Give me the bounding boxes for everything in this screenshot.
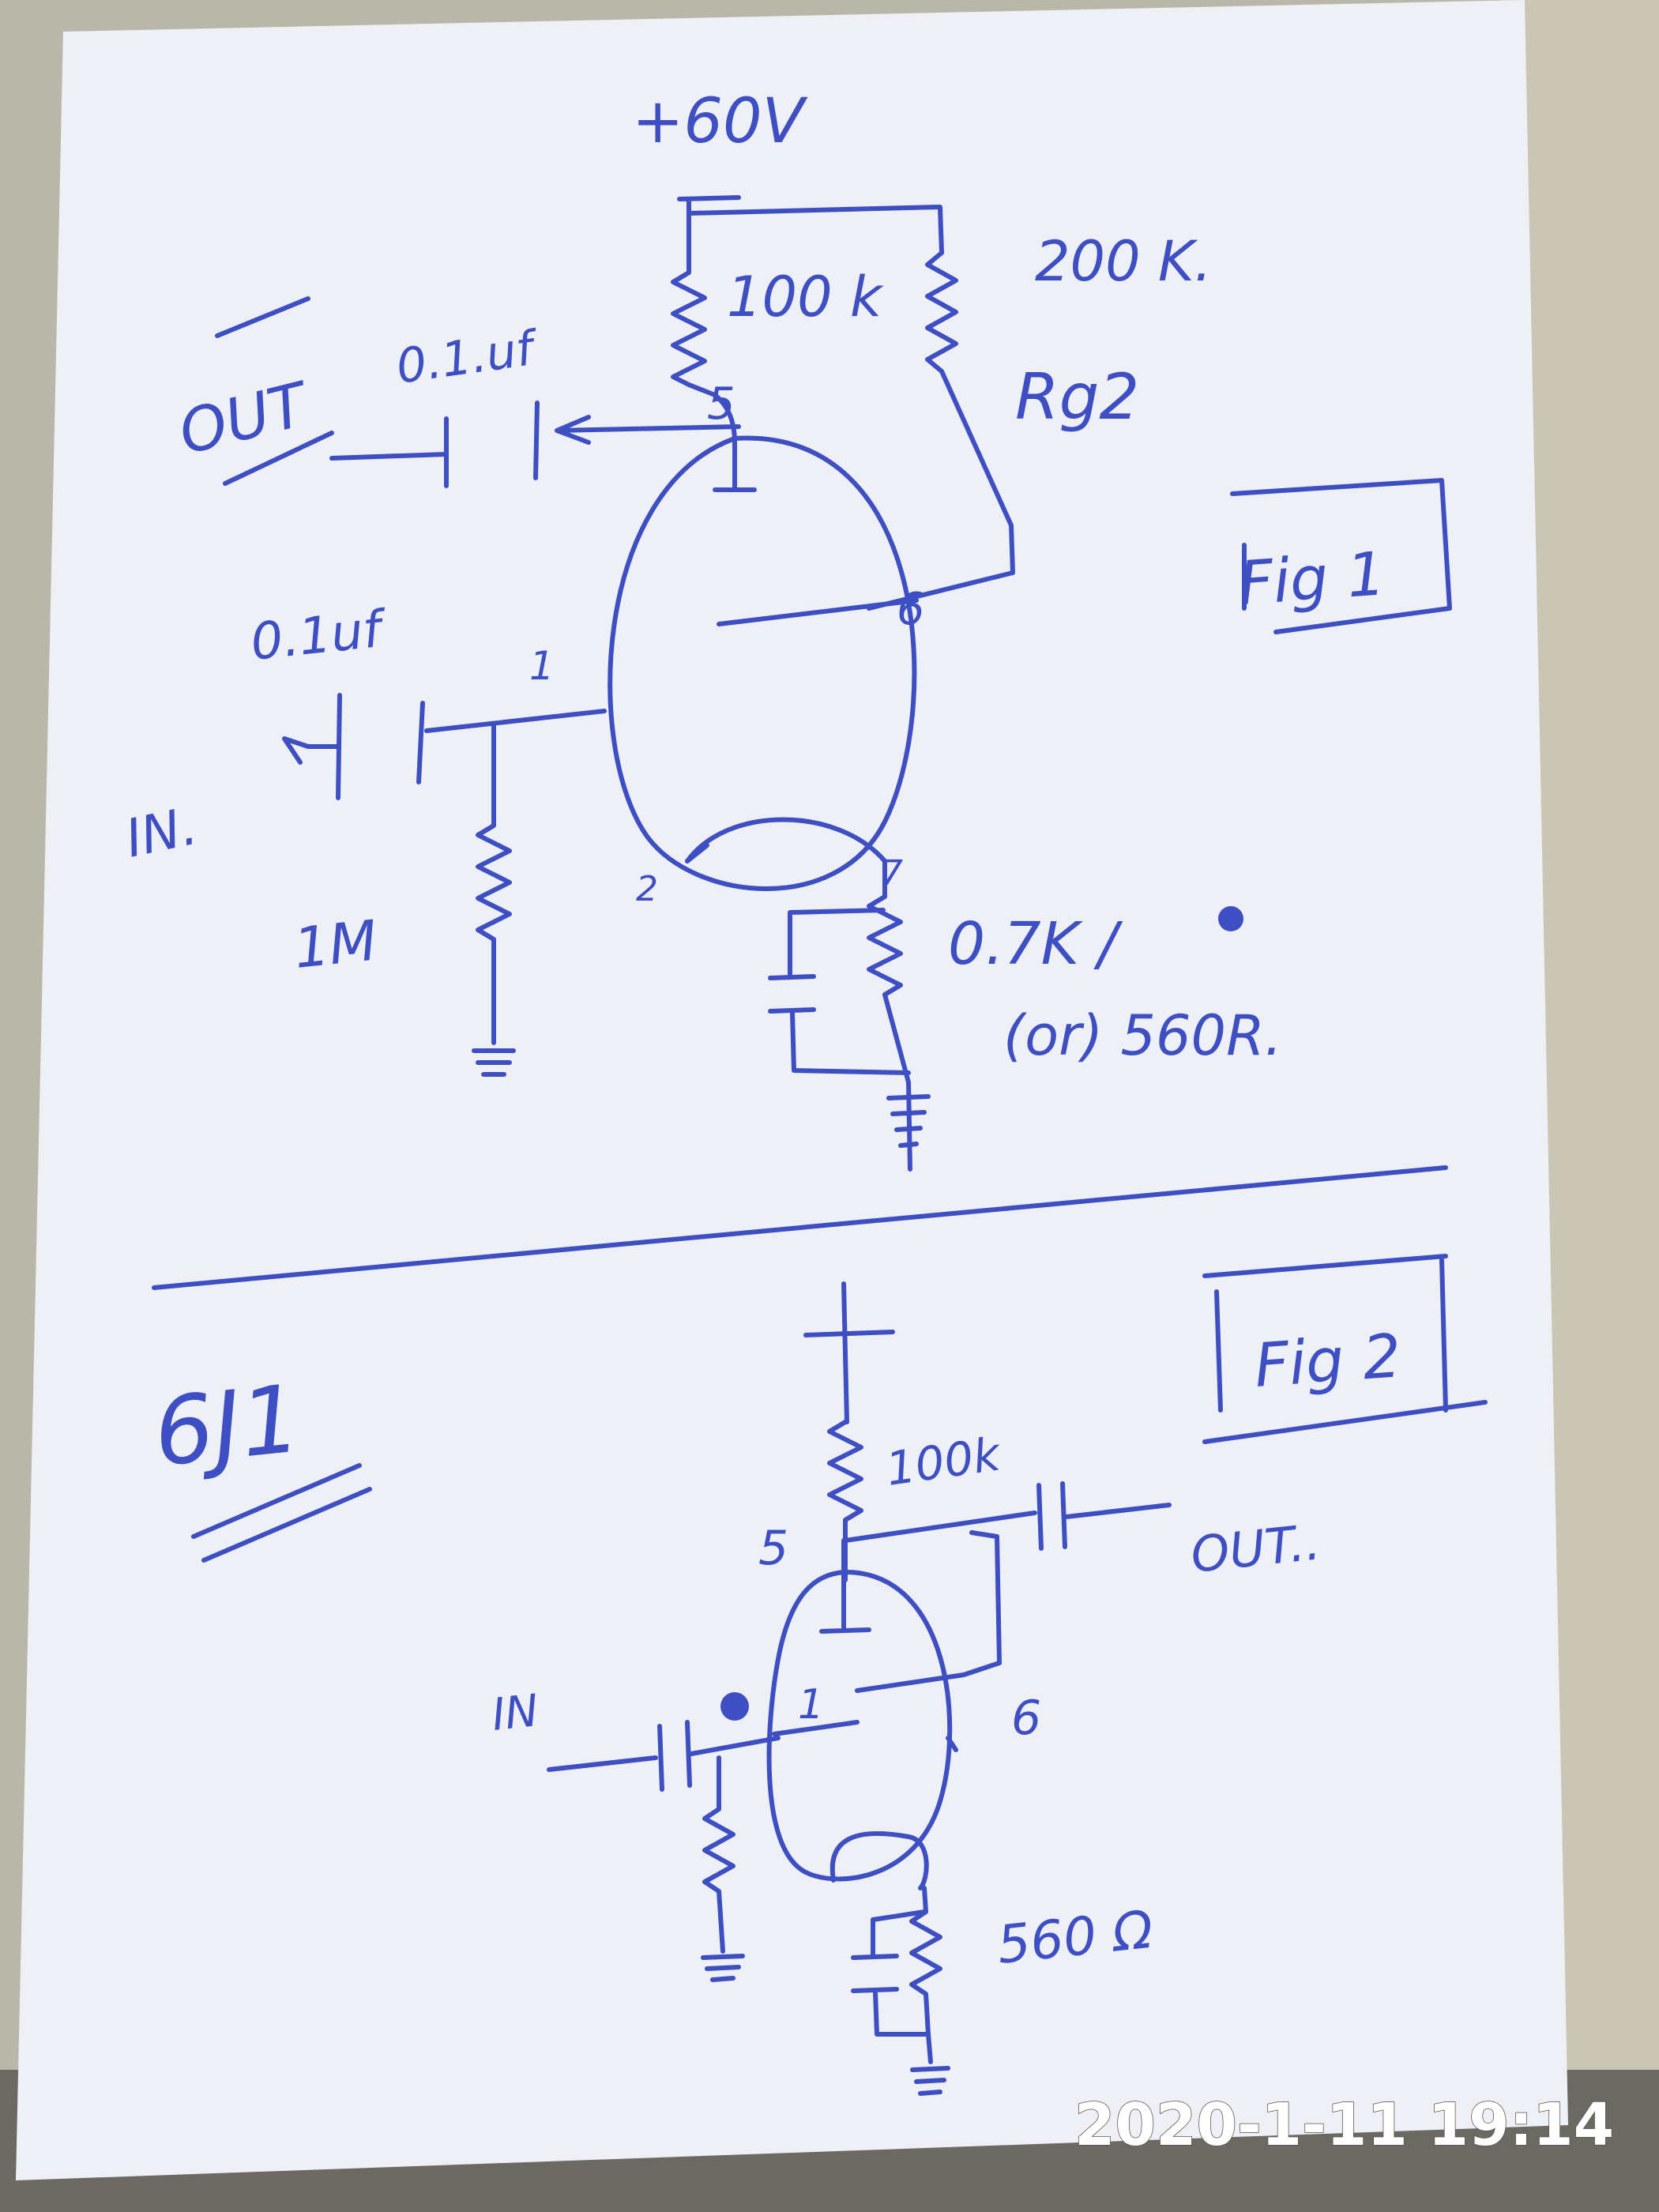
fig1-pin-screen: 6 <box>897 584 925 635</box>
section-divider <box>152 1165 1448 1290</box>
fig1-pin-cathode: 7 <box>881 853 903 893</box>
fig1-plate-resistor <box>671 231 717 397</box>
fig1-grid-resistor-label: 1M <box>291 908 380 981</box>
fig2-label-box <box>1202 1254 1488 1444</box>
tube-name-label: 6J1 <box>149 1364 306 1488</box>
fig2-cathode-network <box>851 1886 950 2096</box>
fig2-cathode <box>830 1830 929 1890</box>
fig1-out-capacitor <box>329 401 540 488</box>
fig2-supply <box>803 1281 895 1424</box>
fig2-tube-envelope <box>766 1570 953 1882</box>
fig1-supply-rail <box>677 195 944 255</box>
fig2-output-capacitor <box>843 1481 1172 1551</box>
fig1-pin-heater: 2 <box>636 869 658 909</box>
fig1-screen-grid <box>717 598 919 626</box>
tube-name-underline <box>191 1463 372 1563</box>
fig2-input-network <box>547 1720 781 1982</box>
fig2-in-label: IN <box>490 1685 541 1741</box>
fig2-pin-plate: 5 <box>758 1521 788 1576</box>
fig1-in-label: IN. <box>120 796 202 870</box>
fig1-label-box <box>1230 478 1452 634</box>
fig2-plate-resistor <box>827 1420 863 1582</box>
fig2-grid-line <box>772 1720 860 1736</box>
fig2-pin-grid: 1 <box>798 1681 824 1729</box>
fig2-fig-label: Fig 2 <box>1252 1320 1403 1401</box>
fig1-supply-label: +60V <box>632 86 808 157</box>
fig1-cathode-resistor-label-2: (or) 560R. <box>1003 1003 1282 1068</box>
fig2-circuit <box>547 1254 1488 2096</box>
fig1-heater-tick <box>685 843 709 863</box>
fig1-grid-resistor <box>472 723 516 1077</box>
fig2-dot <box>720 1692 749 1721</box>
paper-sheet <box>16 0 1568 2180</box>
fig2-pin-screen: 6 <box>1011 1691 1041 1746</box>
fig1-input-capacitor <box>282 693 607 800</box>
fig1-plate <box>713 393 757 492</box>
fig1-circuit <box>215 195 1452 1172</box>
fig2-screen-strap <box>855 1530 1002 1693</box>
fig1-out-arrow <box>555 415 741 445</box>
fig1-pin-grid: 1 <box>529 643 555 689</box>
fig1-out-underline <box>215 296 334 486</box>
fig1-screen-resistor-label: 200 K. <box>1035 229 1212 294</box>
fig1-plate-resistor-label: 100 k <box>727 265 884 329</box>
fig1-fig-label: Fig 1 <box>1236 538 1387 619</box>
fig1-cathode <box>685 817 887 863</box>
fig2-plate <box>819 1538 871 1634</box>
fig1-tube-envelope <box>608 435 917 891</box>
fig1-cathode-network <box>768 859 931 1172</box>
fig1-screen-resistor <box>867 250 1015 611</box>
fig1-screen-resistor-name: Rg2 <box>1015 360 1139 434</box>
fig1-cathode-resistor-label-1: 0.7K / <box>948 910 1123 978</box>
fig2-screen-tick <box>946 1736 958 1752</box>
fig1-dot <box>1218 906 1243 931</box>
fig1-in-cap-label: 0.1uf <box>248 600 390 672</box>
photo-timestamp: 2020-1-11 19:14 <box>1074 2091 1614 2159</box>
fig2-out-label: OUT.. <box>1188 1513 1323 1584</box>
fig1-pin-plate: 5 <box>707 378 735 430</box>
